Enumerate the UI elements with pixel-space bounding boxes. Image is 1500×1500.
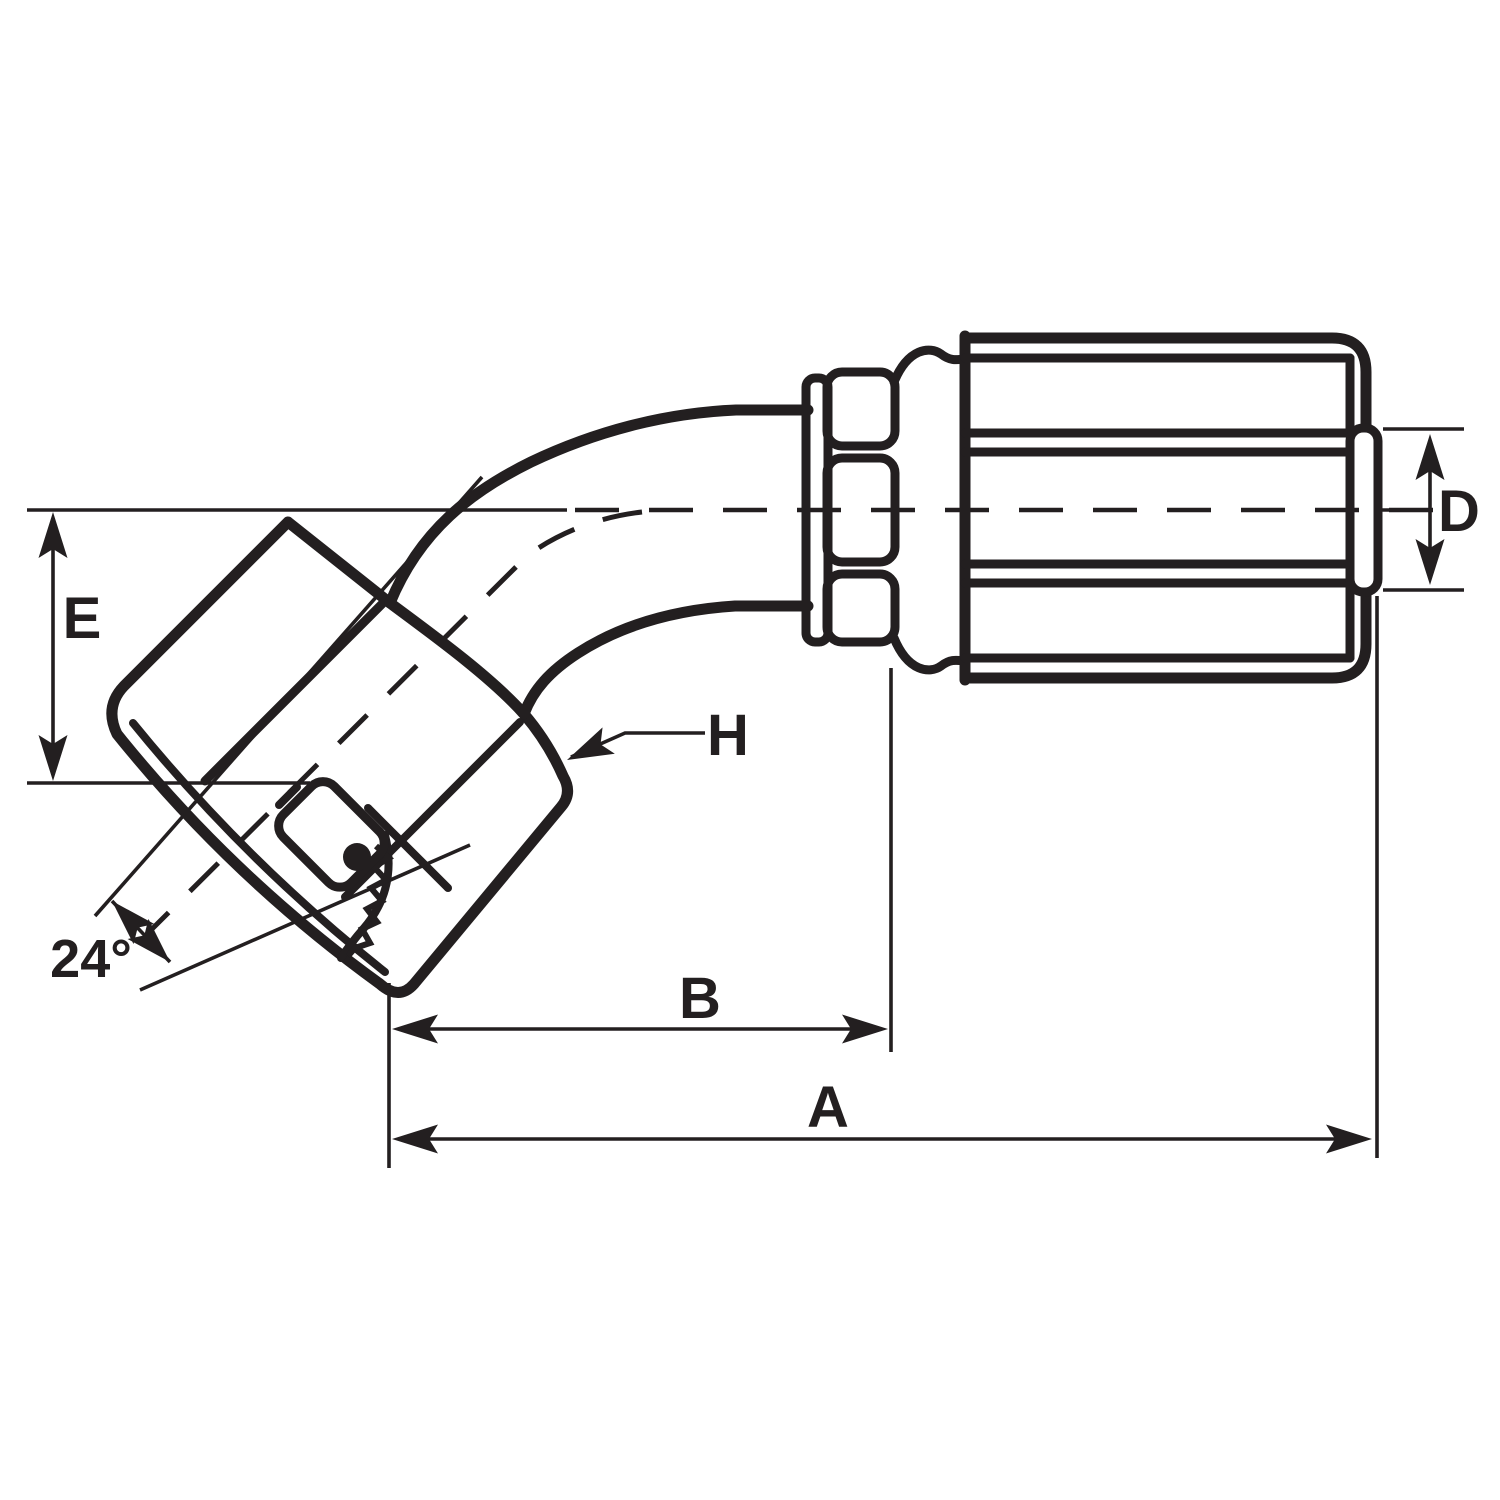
socket-outline-top bbox=[959, 332, 1372, 432]
collar-bell-bottom bbox=[889, 633, 970, 675]
dim-e-arrowhead-top bbox=[38, 512, 68, 558]
centerline-dashed-elbow bbox=[146, 509, 643, 935]
cone-seat-chamfer bbox=[275, 783, 301, 809]
tube-lower-edge bbox=[518, 600, 814, 720]
cone-angle-label: 24° bbox=[50, 929, 132, 989]
nut-outline bbox=[106, 516, 573, 998]
collar-segment-middle bbox=[822, 453, 900, 567]
dim-a-arrowhead-right bbox=[1326, 1124, 1372, 1154]
collar-segment-bottom bbox=[822, 569, 900, 647]
cone-line-lower bbox=[139, 843, 471, 992]
collar-segment-top bbox=[822, 367, 900, 451]
socket-outline-bottom bbox=[959, 588, 1372, 684]
dim-b-arrowhead-right bbox=[842, 1014, 888, 1044]
cone-angle-arrowhead-lower bbox=[127, 918, 170, 962]
dim-label-e: E bbox=[63, 586, 102, 651]
cone-seat-boss bbox=[274, 777, 389, 892]
dim-d-arrowhead-top bbox=[1415, 434, 1445, 480]
dim-b-arrowhead-left bbox=[392, 1014, 438, 1044]
dim-label-h: H bbox=[707, 703, 749, 768]
port-hole-dot bbox=[343, 843, 371, 871]
dim-label-a: A bbox=[807, 1075, 849, 1140]
dim-label-d: D bbox=[1438, 479, 1480, 544]
tube-upper-edge bbox=[384, 404, 814, 609]
cone-angle-arrowhead-upper bbox=[112, 901, 155, 945]
dim-a-arrowhead-left bbox=[392, 1124, 438, 1154]
leader-h-arrowhead bbox=[567, 727, 615, 760]
nut-hex-edge-upper bbox=[200, 596, 390, 786]
dim-label-b: B bbox=[679, 966, 721, 1031]
collar-bell-top bbox=[889, 345, 970, 387]
socket-end-cap bbox=[1345, 423, 1383, 597]
nut-bore-edge bbox=[364, 804, 452, 892]
thread-serration-zigzag bbox=[345, 843, 394, 958]
dim-d-arrowhead-bottom bbox=[1415, 539, 1445, 585]
dim-e-arrowhead-bottom bbox=[38, 735, 68, 781]
